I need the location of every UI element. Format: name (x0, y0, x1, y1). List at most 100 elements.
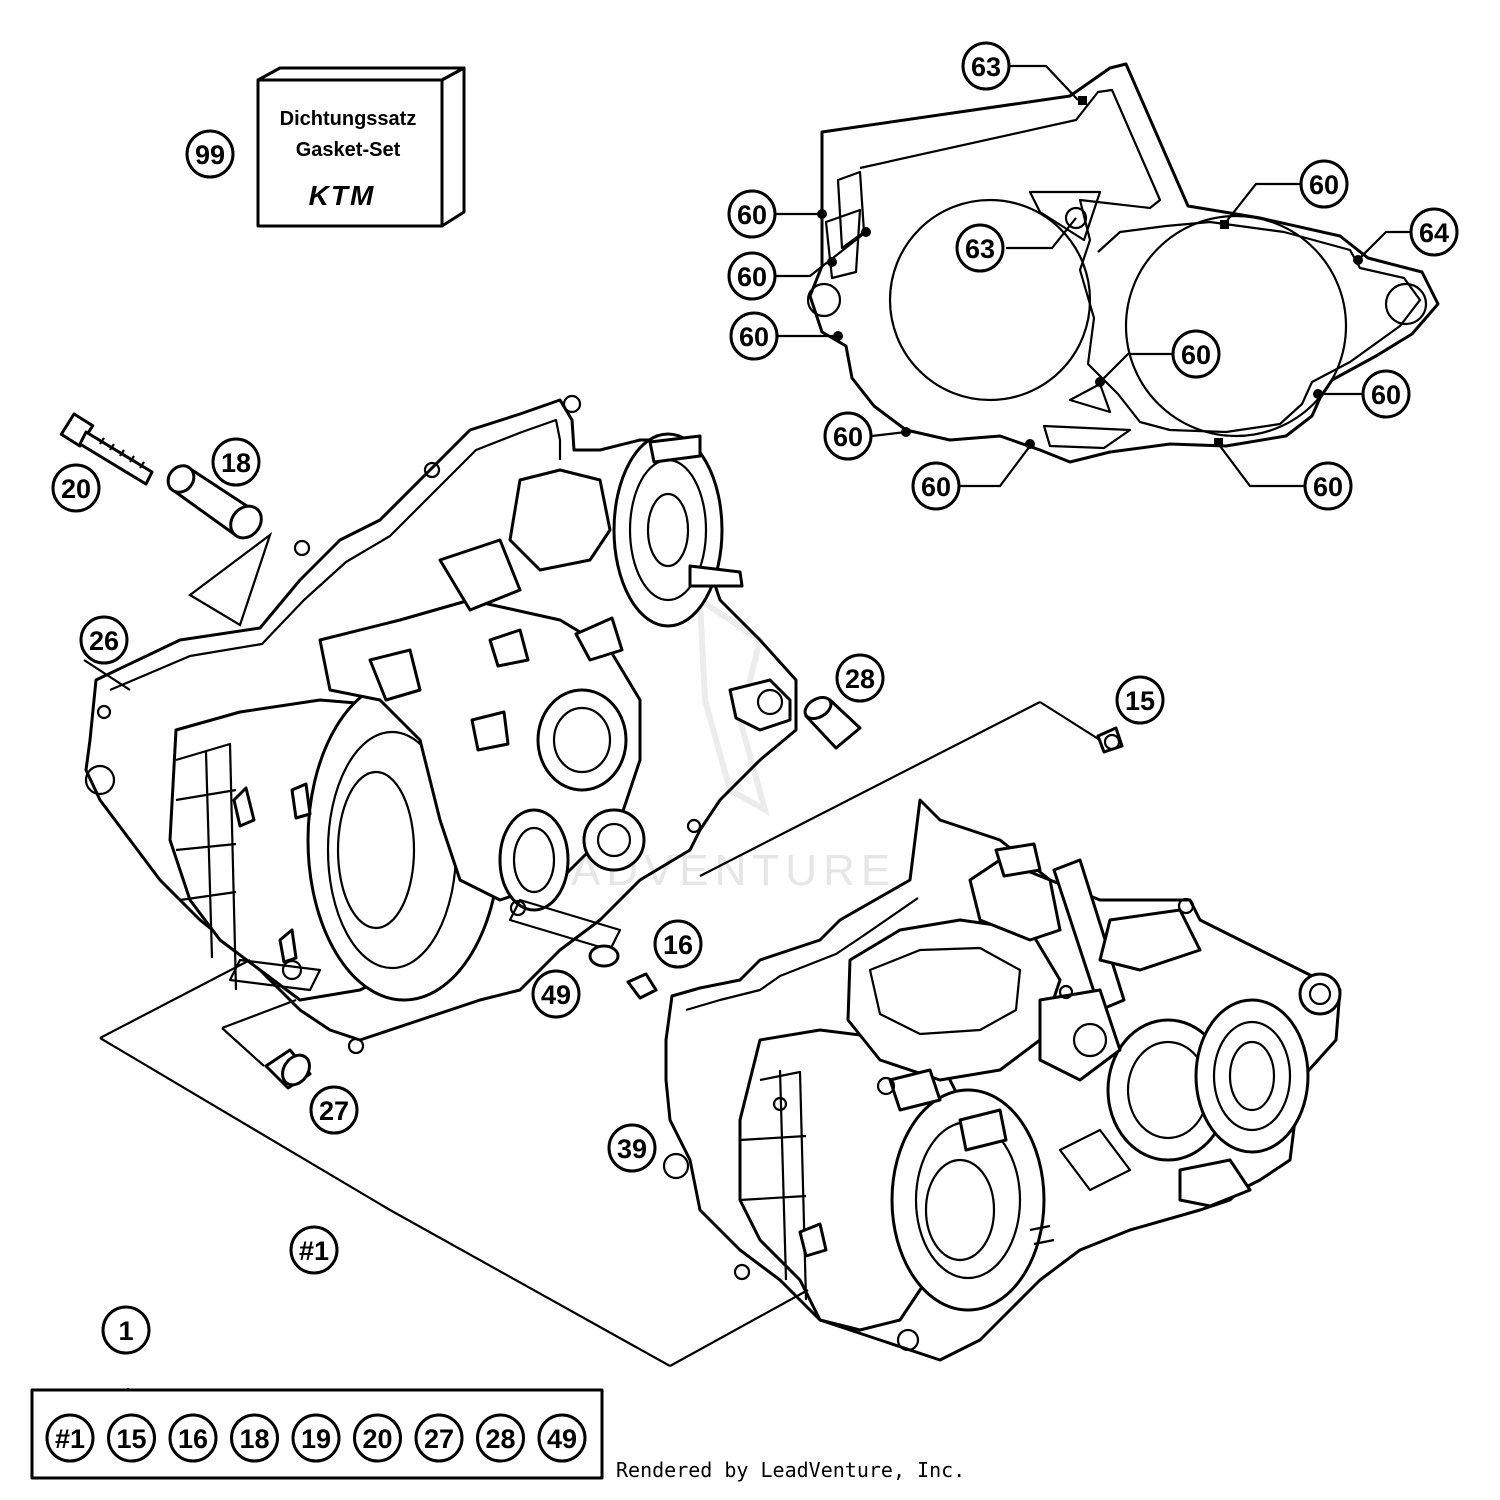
ktm-logo: KTM (309, 180, 376, 211)
callout-circle (823, 411, 873, 461)
callout-circle (835, 653, 885, 703)
kit-item-circle (414, 1413, 464, 1463)
sleeve-leader (188, 532, 273, 627)
callout-c16[interactable]: 16 (653, 919, 703, 969)
callout-circle (727, 189, 777, 239)
callout-c49[interactable]: 49 (531, 969, 581, 1019)
callout-label: 63 (965, 234, 995, 264)
callout-c26[interactable]: 26 (79, 615, 129, 665)
callout-c60g[interactable]: 60 (823, 411, 873, 461)
callout-label: 26 (89, 626, 119, 656)
assembly-leaders (99, 701, 1101, 1367)
callout-circle (531, 969, 581, 1019)
callout-cH1[interactable]: #1 (289, 1225, 339, 1275)
callout-label: 60 (921, 472, 951, 502)
kit-item-circle (230, 1413, 279, 1463)
callout-label: #1 (299, 1236, 329, 1266)
callout-label: 60 (1371, 380, 1401, 410)
callout-label: 60 (833, 422, 863, 452)
callout-c60a[interactable]: 60 (727, 189, 777, 239)
bolt-part[interactable] (59, 412, 154, 486)
kit-item[interactable]: 20 (353, 1413, 402, 1463)
gasket-set-english: Gasket-Set (296, 139, 401, 161)
callout-circle (961, 41, 1011, 91)
callout-label: 15 (1125, 686, 1155, 716)
bushing-part[interactable] (801, 693, 862, 750)
callout-circle (955, 223, 1005, 273)
kit-item[interactable]: 15 (107, 1413, 156, 1463)
callout-circle (1409, 207, 1459, 257)
kit-item-label: #1 (55, 1424, 85, 1454)
kit-item-circle (45, 1413, 95, 1463)
callout-c1[interactable]: 1 (101, 1305, 151, 1355)
kit-item-label: 19 (301, 1424, 331, 1454)
callout-c60b[interactable]: 60 (727, 251, 777, 301)
kit-item-label: 18 (239, 1424, 269, 1454)
callout-circle (607, 1123, 657, 1173)
kit-item[interactable]: 27 (414, 1413, 464, 1463)
kit-item-circle (107, 1413, 156, 1463)
callout-c60c[interactable]: 60 (729, 311, 779, 361)
callout-c63a[interactable]: 63 (961, 41, 1011, 91)
callout-c20[interactable]: 20 (51, 463, 101, 513)
kit-item-label: 27 (424, 1424, 454, 1454)
callout-c15[interactable]: 15 (1115, 675, 1165, 725)
kit-item-label: 15 (116, 1424, 146, 1454)
kit-item-circle (291, 1413, 341, 1463)
callout-label: 60 (739, 322, 769, 352)
callout-circle (1299, 159, 1349, 209)
callout-circle (1171, 329, 1221, 379)
callout-label: 18 (221, 448, 251, 478)
callout-label: 1 (118, 1316, 133, 1346)
callout-label: 60 (737, 200, 767, 230)
kit-item[interactable]: 19 (291, 1413, 341, 1463)
callout-label: 60 (1313, 472, 1343, 502)
kit-item[interactable]: 18 (230, 1413, 279, 1463)
callout-label: 20 (61, 474, 91, 504)
callout-label: 99 (195, 140, 225, 170)
callout-c27[interactable]: 27 (309, 1085, 359, 1135)
clutch-cover-gasket[interactable] (806, 62, 1440, 464)
callout-c60e[interactable]: 60 (1171, 329, 1221, 379)
callout-c28[interactable]: 28 (835, 653, 885, 703)
callout-c60d[interactable]: 60 (1299, 159, 1349, 209)
callout-circle (289, 1225, 339, 1275)
dowel-part[interactable] (264, 1048, 315, 1090)
callout-c63b[interactable]: 63 (955, 223, 1005, 273)
render-credit: Rendered by LeadVenture, Inc. (616, 1458, 966, 1482)
callout-c60h[interactable]: 60 (911, 461, 961, 511)
callout-c18[interactable]: 18 (211, 437, 261, 487)
kit-item[interactable]: 49 (537, 1413, 587, 1463)
kit-item[interactable]: #1 (45, 1413, 95, 1463)
right-crankcase-half[interactable] (662, 798, 1342, 1362)
callout-c64[interactable]: 64 (1409, 207, 1459, 257)
pin-part[interactable] (1096, 726, 1124, 754)
callout-circle (911, 461, 961, 511)
callout-circle (1115, 675, 1165, 725)
callout-c60f[interactable]: 60 (1361, 369, 1411, 419)
kit-item[interactable]: 28 (476, 1413, 525, 1463)
kit-item-label: 20 (362, 1424, 392, 1454)
kit-item-circle (476, 1413, 525, 1463)
gasket-set-box[interactable]: Dichtungssatz Gasket-Set KTM (256, 66, 466, 228)
kit-item[interactable]: 16 (168, 1413, 218, 1463)
kit-item-circle (168, 1413, 218, 1463)
sleeve-part[interactable] (163, 461, 268, 544)
callout-circle (1361, 369, 1411, 419)
screw-part[interactable] (588, 944, 658, 1000)
callout-c39[interactable]: 39 (607, 1123, 657, 1173)
callout-label: 49 (541, 980, 571, 1010)
kit-item-circle (353, 1413, 402, 1463)
callout-c99[interactable]: 99 (185, 129, 235, 179)
callout-leaders (83, 64, 1410, 1418)
callout-circle (101, 1305, 151, 1355)
kit-item-label: 16 (178, 1424, 208, 1454)
callout-label: 63 (971, 52, 1001, 82)
left-crankcase-half[interactable] (84, 394, 798, 1055)
callout-c60i[interactable]: 60 (1303, 461, 1353, 511)
callout-label: 39 (617, 1134, 647, 1164)
callout-circle (1303, 461, 1353, 511)
